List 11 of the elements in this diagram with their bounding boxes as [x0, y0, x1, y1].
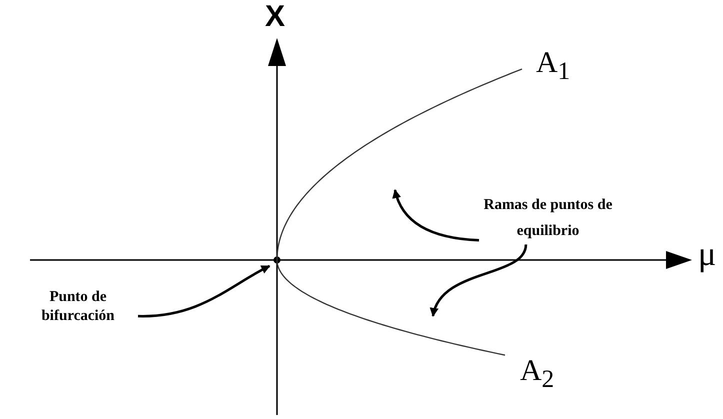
branch-label: A$_{2}$	[520, 356, 554, 392]
curved-arrow	[138, 264, 270, 318]
axis-label: X	[265, 2, 286, 32]
axis-label: μ	[698, 238, 716, 272]
bifurcation-point	[274, 256, 280, 264]
branch-label: A$_{1}$	[536, 48, 570, 84]
curved-arrow	[431, 244, 528, 317]
callout-text: Punto de bifurcación	[40, 288, 116, 326]
curved-arrow	[392, 189, 480, 242]
callout-text: Ramas de puntos de equilibrio	[482, 196, 614, 242]
equilibrium-branch-curve	[276, 260, 506, 356]
